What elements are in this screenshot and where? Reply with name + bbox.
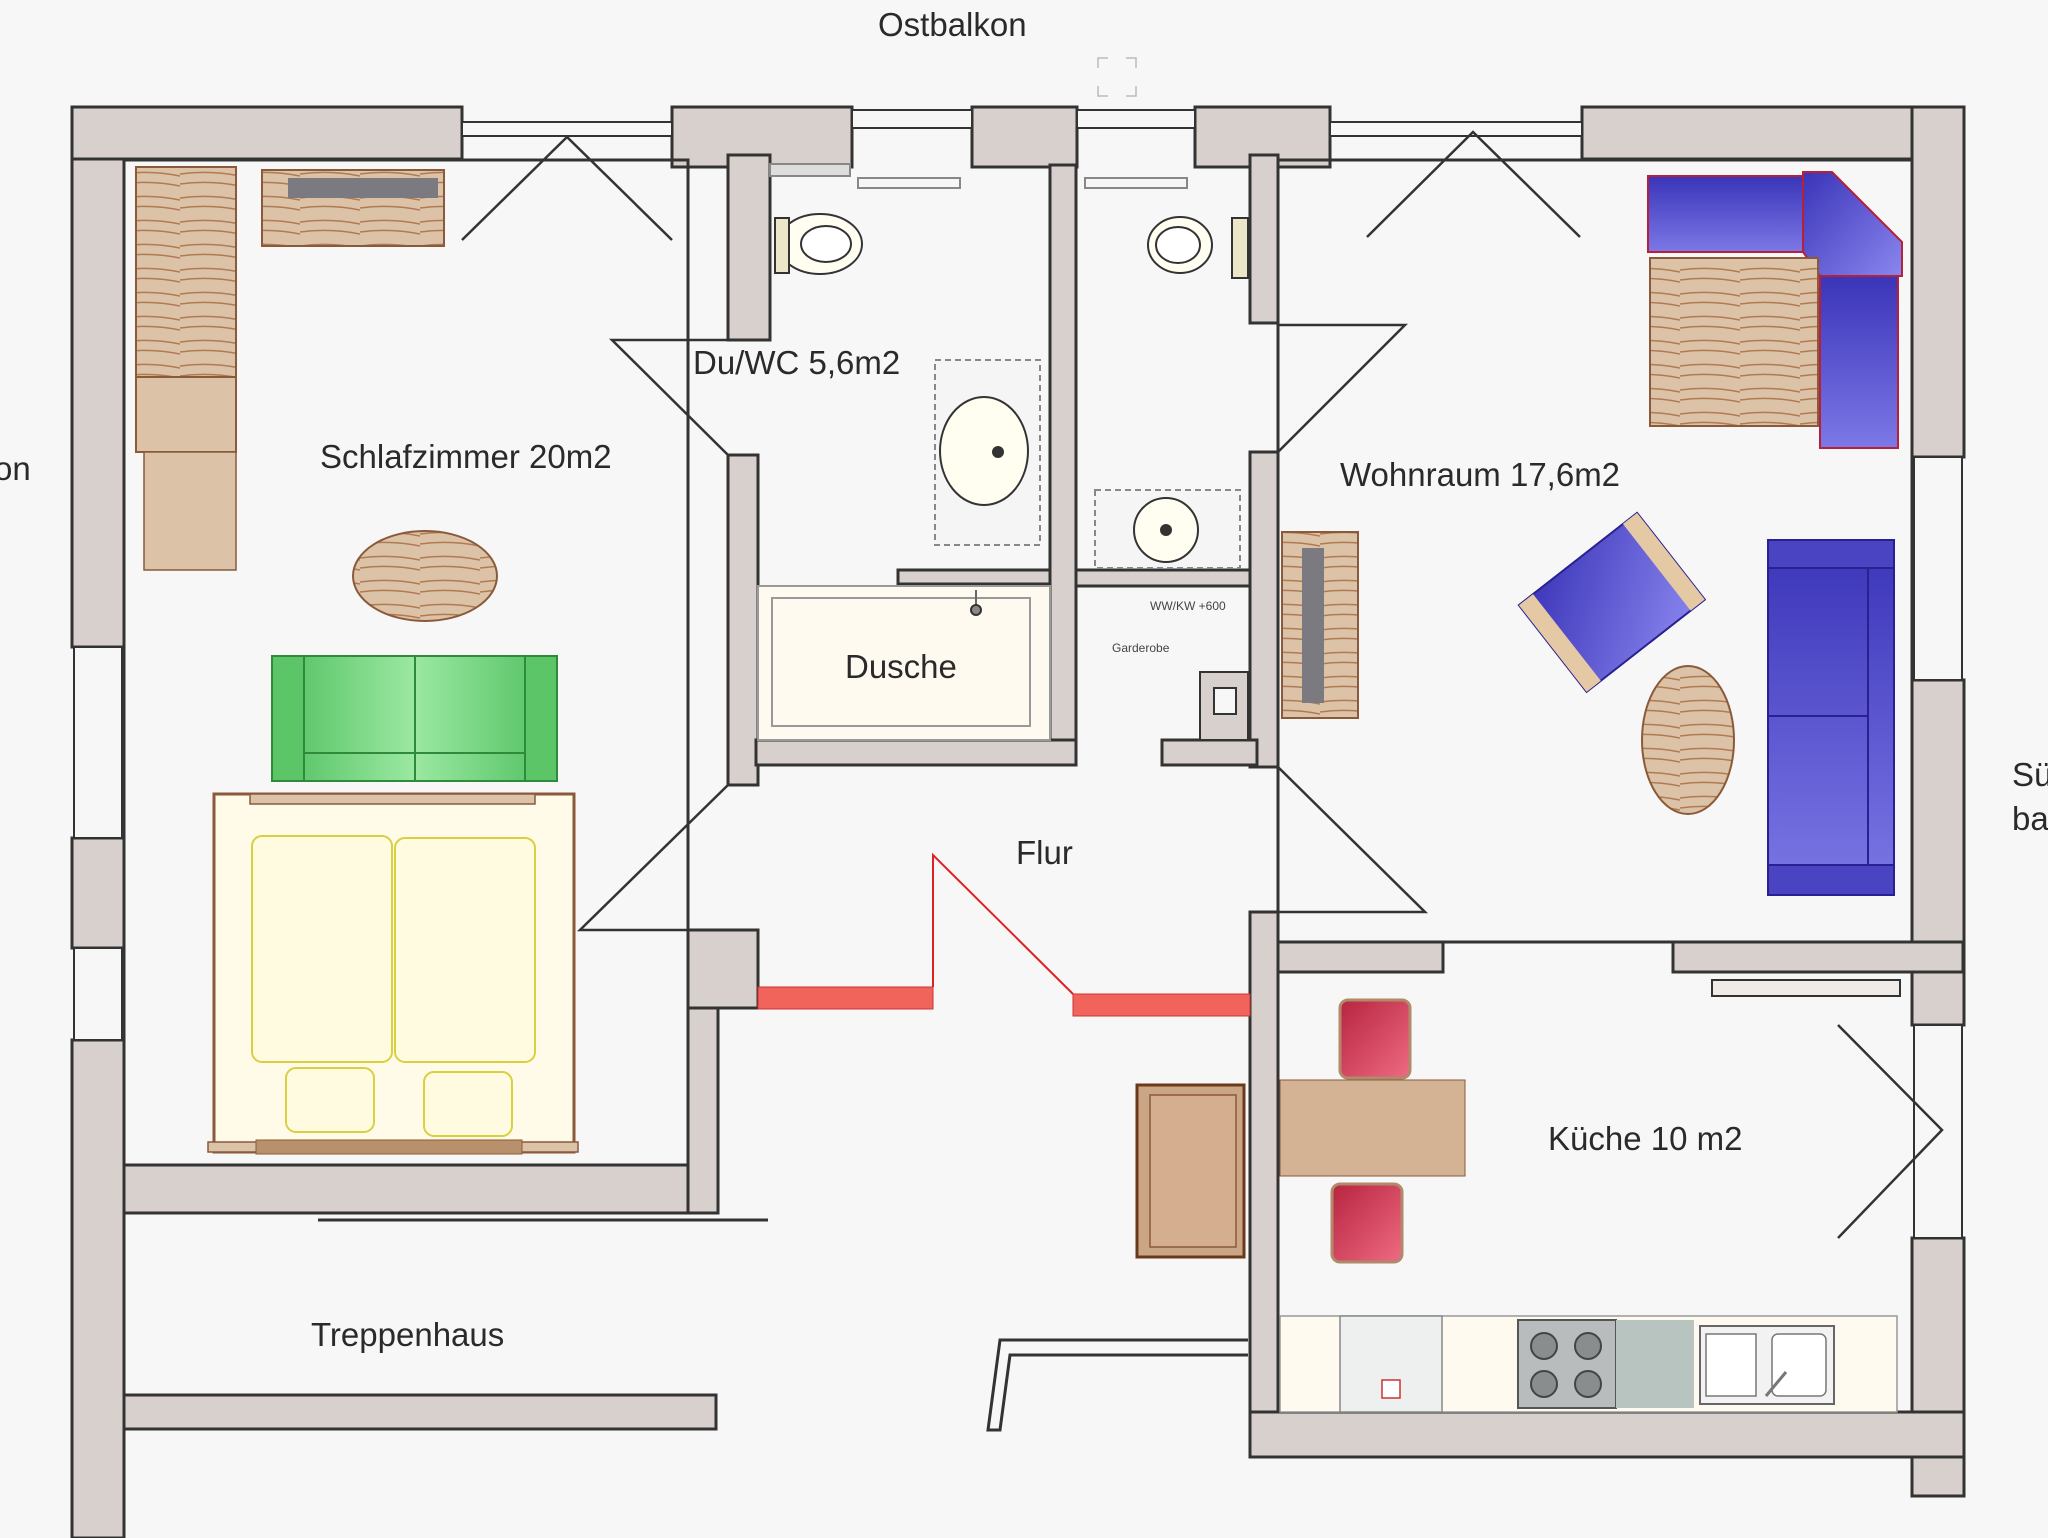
pillow-left xyxy=(285,1067,375,1133)
wall-bath-center xyxy=(1048,163,1078,767)
wall-stairs xyxy=(122,1393,718,1431)
wall-outer-left-top xyxy=(70,105,126,649)
label-south-balcony-2: ba xyxy=(2012,800,2048,837)
wall-bedroom-bottom xyxy=(122,1163,716,1215)
label-bathroom: Du/WC 5,6m2 xyxy=(693,344,901,381)
label-kitchen: Küche 10 m2 xyxy=(1548,1120,1743,1157)
window-left-2 xyxy=(73,947,123,1041)
washbasin-bath xyxy=(939,396,1029,506)
label-wardrobe: Garderobe xyxy=(1112,641,1170,655)
shower-tray xyxy=(757,585,1051,741)
door-swings xyxy=(461,130,1944,1239)
bedroom-table xyxy=(352,530,498,622)
windows xyxy=(73,109,1963,1239)
long-sofa xyxy=(1767,539,1895,896)
label-shower: Dusche xyxy=(845,648,957,685)
wardrobe-lower xyxy=(135,376,237,453)
wall-bath-mid xyxy=(896,568,1052,586)
wall-outer-right-top xyxy=(1910,105,1966,459)
label-ostbalkon: Ostbalkon xyxy=(878,6,1027,43)
chair-top xyxy=(1338,998,1412,1080)
mattress-left xyxy=(251,835,393,1063)
window-right-2 xyxy=(1913,1024,1963,1239)
wall-kitchen-bottom xyxy=(1248,1410,1966,1459)
wall-bath-bottom xyxy=(754,738,1078,767)
entrance-door xyxy=(757,852,1251,1017)
tv-screen xyxy=(288,178,438,198)
label-hall: Flur xyxy=(1016,834,1073,871)
armchair xyxy=(1517,511,1707,694)
label-south-balcony-1: Sü xyxy=(2012,756,2048,793)
wall-top-3 xyxy=(970,105,1079,169)
wall-outer-left-low xyxy=(70,1038,126,1538)
door-kitchen-balcony xyxy=(1837,1024,1944,1239)
window-right-1 xyxy=(1913,456,1963,681)
living-tv xyxy=(1302,548,1324,703)
dining-table xyxy=(1279,1079,1466,1177)
wall-kitchen-top xyxy=(1276,940,1445,974)
coffee-table xyxy=(1641,665,1735,815)
corner-sofa-side xyxy=(1819,275,1899,449)
window-top-wc xyxy=(1076,109,1196,129)
door-living xyxy=(1277,766,1429,914)
living-furniture xyxy=(1281,171,1903,896)
chair-bottom xyxy=(1330,1182,1404,1264)
window-top-bedroom xyxy=(461,121,673,137)
entrance-door-leaf-right xyxy=(1072,993,1251,1017)
wall-top-5 xyxy=(1580,105,1966,161)
door-bedroom xyxy=(576,784,729,932)
wall-kitchen-left xyxy=(1248,910,1280,1459)
balcony-door-living xyxy=(1366,130,1581,238)
bathroom-fixtures xyxy=(757,163,1249,741)
label-water-note: WW/KW +600 xyxy=(1150,599,1226,613)
balcony-door-bedroom xyxy=(461,135,673,241)
entrance-door-swing xyxy=(932,852,1074,995)
mattress-right xyxy=(394,837,536,1063)
label-living: Wohnraum 17,6m2 xyxy=(1340,456,1621,493)
wall-bath-right xyxy=(1248,153,1280,325)
window-sill-kitchen xyxy=(1711,979,1901,997)
wall-hall-left-pier xyxy=(686,928,760,1010)
corner-sofa-top xyxy=(1647,175,1804,253)
window-top-living xyxy=(1329,121,1583,137)
pillow-right xyxy=(423,1071,513,1137)
desk xyxy=(143,451,237,571)
wall-outer-left-mid xyxy=(70,836,126,950)
corner-sofa-corner xyxy=(1802,171,1903,277)
bedroom-furniture xyxy=(135,166,579,1155)
dining-chest xyxy=(1649,257,1819,427)
door-bath xyxy=(608,338,770,456)
wardrobe xyxy=(135,166,237,378)
wall-top-1 xyxy=(70,105,464,161)
window-top-bath xyxy=(851,109,973,129)
wall-bath-left-low xyxy=(726,453,760,787)
door-wc xyxy=(1277,323,1409,453)
cooktop xyxy=(1517,1319,1617,1409)
crop-mark xyxy=(1097,57,1137,97)
window-left-1 xyxy=(73,646,123,839)
kitchen-furniture xyxy=(1135,998,1898,1413)
wall-bath-left xyxy=(726,153,772,342)
wall-wc-bottom xyxy=(1160,738,1259,767)
wall-living-kitchen xyxy=(1671,940,1965,974)
entrance-door-leaf-left xyxy=(757,986,934,1010)
label-bedroom: Schlafzimmer 20m2 xyxy=(320,438,612,475)
wall-bath-right-low xyxy=(1248,450,1280,769)
inner-lines xyxy=(122,158,1914,1432)
wall-wc-mid xyxy=(1074,568,1252,588)
label-left-balcony: on xyxy=(0,450,31,487)
label-stairs: Treppenhaus xyxy=(311,1316,505,1353)
